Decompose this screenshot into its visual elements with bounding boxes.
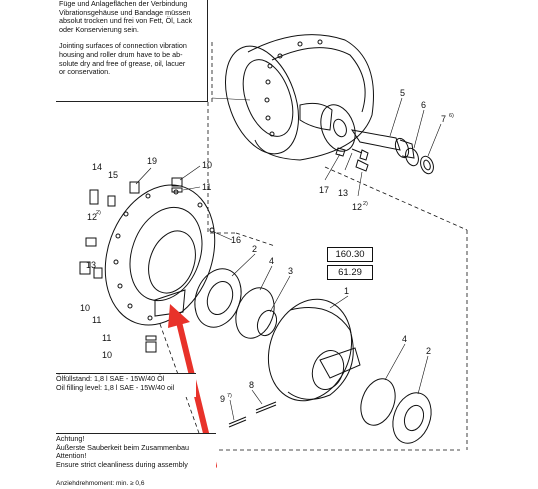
- plug-10-left: [79, 261, 91, 275]
- label-9-superscript: 7): [227, 393, 232, 399]
- label-5: 5: [400, 88, 405, 98]
- label-12-right: 12: [352, 202, 362, 212]
- cleanliness-note: Achtung! Äußerste Sauberkeit beim Zusamm…: [56, 433, 216, 475]
- seal-11-top: [171, 187, 183, 193]
- note-de-line-3: absolut trocken und frei von Fett, Öl, L…: [59, 16, 193, 26]
- circlip-inner: [423, 159, 431, 171]
- note-de-line-4: oder Konservierung sein.: [59, 24, 139, 34]
- label-13-left: 13: [86, 260, 96, 270]
- bearing-flange: [104, 184, 216, 326]
- note-en-line-3: solute dry and free of grease, oil, lacu…: [59, 58, 186, 68]
- label-11-top: 11: [202, 182, 211, 192]
- clean-note-line-2: Äußerste Sauberkeit beim Zusammenbau: [56, 442, 190, 452]
- pin-9: [228, 416, 247, 425]
- jointing-surface-note: Füge und Anlageflächen der Verbindung Vi…: [56, 0, 208, 102]
- oil-note-de: Ölfüllstand: 1,8 l SAE - 15W/40 Öl: [56, 374, 165, 383]
- reference-box-2: 61.29: [327, 265, 373, 280]
- label-2-right: 2: [426, 346, 431, 356]
- label-17: 17: [319, 185, 329, 195]
- label-9: 9: [220, 394, 225, 404]
- seal-ring: [405, 147, 419, 167]
- circlip-right: [360, 378, 396, 426]
- screw-14: [89, 189, 99, 205]
- label-4-right: 4: [402, 334, 407, 344]
- spacer-ring: [256, 309, 278, 337]
- clean-note-line-3: Attention!: [56, 451, 87, 461]
- pin-8: [255, 401, 277, 411]
- roller-bearing-right-inner: [403, 404, 425, 432]
- note-en-line-1: Jointing surfaces of connection vibratio…: [59, 41, 187, 51]
- clean-note-line-4: Ensure strict cleanliness during assembl…: [56, 459, 188, 469]
- label-6: 6: [421, 100, 426, 110]
- label-11-bottom: 11: [102, 333, 111, 343]
- label-7: 7: [441, 114, 446, 124]
- oil-note-en: Oil filling level: 1,8 l SAE - 15W/40 oi…: [56, 382, 175, 392]
- note-de-line-2: Vibrationsgehäuse und Bandage müssen: [59, 7, 191, 17]
- circlip-left: [235, 287, 275, 339]
- label-8: 8: [249, 380, 254, 390]
- bolt-12: [355, 159, 369, 172]
- bolt-13: [351, 148, 369, 161]
- roller-bearing-left-inner: [206, 281, 234, 315]
- label-1: 1: [344, 286, 349, 296]
- plug-19: [129, 181, 140, 194]
- label-12-left: 12: [87, 212, 97, 222]
- label-15: 15: [108, 170, 118, 180]
- clean-note-line-1: Achtung!: [56, 434, 85, 443]
- label-12-left-superscript: 2): [96, 210, 101, 216]
- leader-lines: [135, 97, 442, 421]
- plug-10-top: [171, 177, 183, 187]
- roller-bearing-left: [194, 268, 242, 328]
- label-10-bottom: 10: [102, 350, 112, 360]
- label-14: 14: [92, 162, 102, 172]
- roller-bearing-right: [392, 392, 432, 444]
- torque-note: Anziehdrehmoment: min. ≥ 0,6: [56, 479, 216, 489]
- dashed-assembly-frame: [159, 42, 468, 451]
- label-16: 16: [231, 235, 241, 245]
- label-4-left: 4: [269, 256, 274, 266]
- label-2-left: 2: [252, 244, 257, 254]
- pin-8-edge: [255, 404, 277, 414]
- reference-box-1: 160.30: [327, 247, 373, 262]
- oil-filling-note: Ölfüllstand: 1,8 l SAE - 15W/40 Öl Oil f…: [56, 373, 196, 397]
- label-11-left: 11: [92, 315, 101, 325]
- plug-17: [335, 147, 346, 157]
- note-de-line-1: Füge und Anlageflächen der Verbindung: [59, 0, 188, 8]
- label-19: 19: [147, 156, 157, 166]
- pin-9-edge: [228, 419, 247, 428]
- plug-10-bottom: [145, 341, 157, 353]
- label-7-superscript: 6): [449, 113, 454, 119]
- vibration-housing-right: [267, 298, 361, 402]
- vibration-housing-top: [225, 34, 374, 161]
- bolt-13-left: [85, 237, 97, 247]
- label-10-left: 10: [80, 303, 90, 313]
- circlip: [420, 155, 434, 175]
- label-3: 3: [288, 266, 293, 276]
- note-en-line-4: or conservation.: [59, 67, 111, 77]
- washer-15: [107, 195, 116, 207]
- note-en-line-2: housing and roller drum have to be ab-: [59, 49, 183, 59]
- seal-11-left: [93, 267, 103, 279]
- label-12-right-superscript: 2): [363, 201, 368, 207]
- drive-shaft: [350, 129, 415, 159]
- seal-11-bottom: [145, 335, 157, 341]
- label-10-top: 10: [202, 160, 212, 170]
- label-13-right: 13: [338, 188, 348, 198]
